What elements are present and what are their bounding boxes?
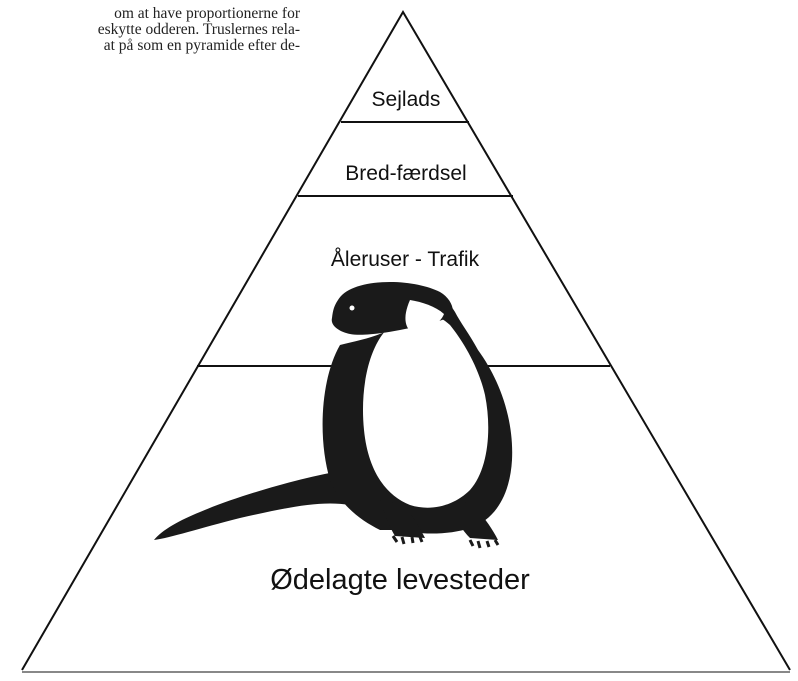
pyramid-outline bbox=[21, 10, 791, 671]
tier-label-bred-faerdsel: Bred-færdsel bbox=[345, 162, 466, 185]
otter-chest bbox=[362, 315, 489, 508]
body-text: om at have proportionerne for eskytte od… bbox=[0, 6, 300, 54]
tier-label-odelagte-levesteder: Ødelagte levesteder bbox=[270, 564, 530, 596]
tier-label-sejlads: Sejlads bbox=[372, 88, 441, 111]
otter-tail bbox=[154, 470, 350, 540]
otter-front-paw-right bbox=[445, 502, 498, 540]
otter-eye bbox=[349, 305, 355, 311]
otter-ear bbox=[423, 290, 441, 304]
body-text-line-3: at på som en pyramide efter de- bbox=[103, 37, 300, 54]
otter-toes bbox=[391, 535, 500, 549]
tier-label-aleruser-trafik: Åleruser - Trafik bbox=[331, 248, 480, 271]
body-text-line-2: eskytte odderen. Truslernes rela- bbox=[97, 21, 300, 38]
body-text-line-1: om at have proportionerne for bbox=[114, 6, 300, 22]
otter-neck bbox=[405, 300, 444, 334]
otter-front-paw-left bbox=[380, 500, 425, 538]
otter-illustration bbox=[154, 282, 513, 549]
